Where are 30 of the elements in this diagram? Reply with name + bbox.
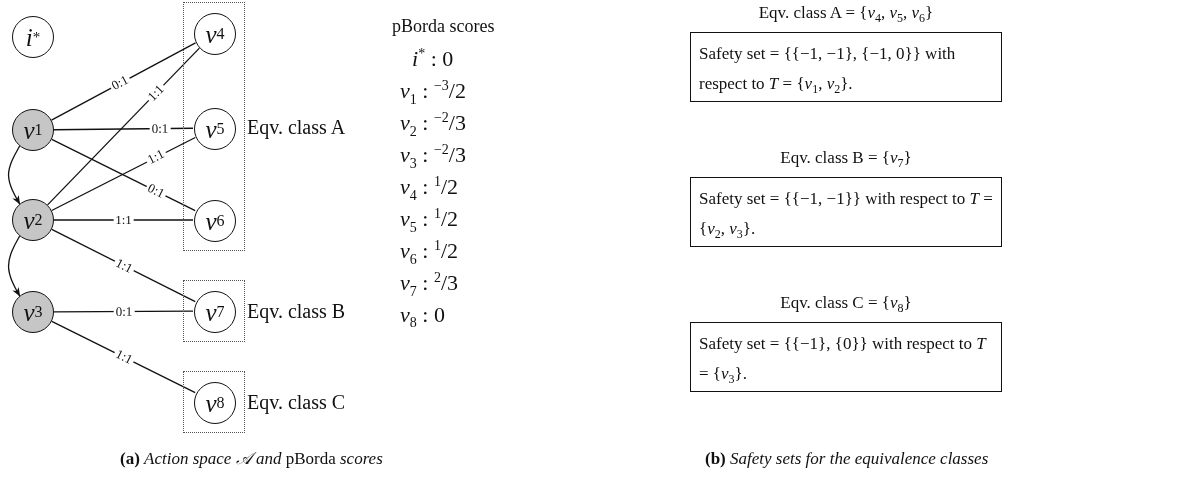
connector-line bbox=[53, 127, 194, 131]
connector-line bbox=[53, 219, 194, 221]
score-line: v$_{4}$ : $^{1}$/2 bbox=[400, 174, 458, 204]
score-line: v$_{7}$ : $^{2}$/3 bbox=[400, 270, 458, 300]
connector-line bbox=[7, 145, 21, 205]
vertex-circle: i$^{*}$ bbox=[12, 16, 54, 58]
class-label: Eqv. class A bbox=[247, 115, 346, 138]
connector-line bbox=[7, 235, 21, 297]
class-label: Eqv. class C bbox=[247, 390, 346, 414]
score-line: i$^{*}$ : 0 bbox=[412, 46, 454, 73]
edge-label: 0:1 bbox=[149, 121, 171, 136]
score-line: v$_{5}$ : $^{1}$/2 bbox=[400, 206, 458, 236]
class-heading: Eqv. class A = {v$_{4}$, v$_{5}$, v$_{6}$} bbox=[757, 1, 935, 27]
class-label: Eqv. class B bbox=[247, 299, 346, 323]
connector-line bbox=[53, 310, 194, 313]
score-line: v$_{3}$ : $^{−2}$/3 bbox=[400, 142, 466, 172]
safety-set-text: Safety set = {{−1}, {0}} with respect to T = {v$_{3}$}. bbox=[699, 333, 988, 389]
class-heading: Eqv. class C = {v$_{8}$} bbox=[779, 291, 913, 317]
safety-set-text: Safety set = {{−1, −1}} with respect to T = {v$_{2}$, v$_{3}$}. bbox=[699, 188, 993, 244]
edge-label: 0:1 bbox=[113, 304, 134, 319]
score-heading: pBorda scores bbox=[392, 16, 495, 37]
score-line: v$_{2}$ : $^{−2}$/3 bbox=[400, 110, 466, 140]
score-line: v$_{6}$ : $^{1}$/2 bbox=[400, 238, 458, 268]
score-line: v$_{8}$ : 0 bbox=[400, 302, 445, 332]
figure-caption: (b) Safety sets for the equivalence classes bbox=[705, 449, 989, 469]
class-heading: Eqv. class B = {v$_{7}$} bbox=[779, 146, 913, 172]
score-line: v$_{1}$ : $^{−3}$/2 bbox=[400, 78, 466, 108]
connector-line bbox=[46, 47, 201, 206]
figure-caption: (a) Action space 𝒜 and pBorda scores bbox=[120, 449, 383, 469]
safety-set-text: Safety set = {{−1, −1}, {−1, 0}} with respect to T = {v$_{1}$, v$_{2}$}. bbox=[699, 43, 957, 99]
